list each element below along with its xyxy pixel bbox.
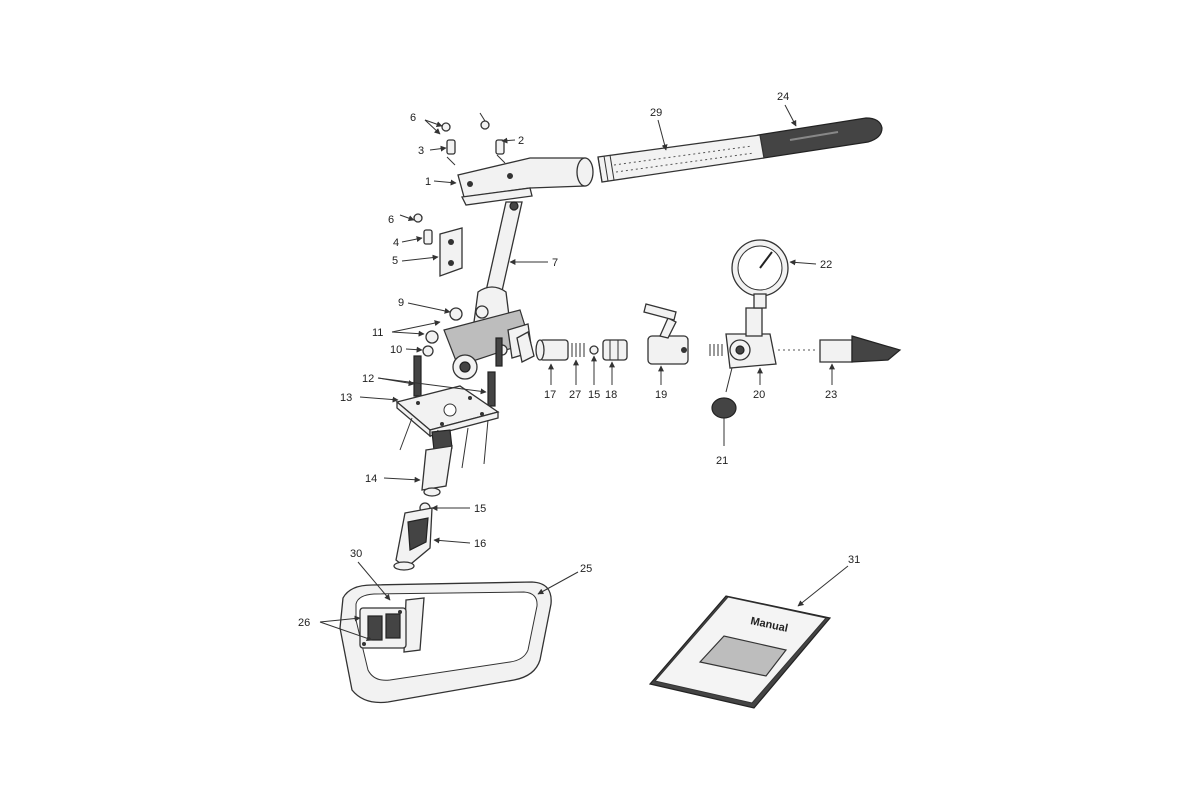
shutoff-valve	[643, 303, 689, 365]
label-part-14: 14	[365, 473, 377, 485]
label-part-6-mid: 6	[388, 214, 394, 226]
label-part-15-outlet: 15	[588, 389, 600, 401]
inlet-filter	[393, 507, 433, 571]
outlet-fittings	[516, 331, 628, 363]
pressure-gauge	[731, 239, 789, 309]
drain-plug	[711, 367, 737, 446]
label-part-30: 30	[350, 548, 362, 560]
label-part-11: 11	[372, 327, 383, 339]
label-part-10: 10	[390, 344, 402, 356]
manual-booklet: Manual	[648, 595, 832, 709]
label-part-25: 25	[580, 563, 592, 575]
label-part-13: 13	[340, 392, 352, 404]
label-part-4: 4	[393, 237, 399, 249]
stud-set	[413, 337, 503, 407]
bolt-set	[422, 305, 508, 357]
label-part-24: 24	[777, 91, 789, 103]
label-part-29: 29	[650, 107, 662, 119]
label-part-22: 22	[820, 259, 832, 271]
handle-grip	[757, 117, 883, 159]
label-part-16: 16	[474, 538, 486, 550]
label-part-9: 9	[398, 297, 404, 309]
label-part-18: 18	[605, 389, 617, 401]
label-part-20: 20	[753, 389, 765, 401]
label-part-6-top: 6	[410, 112, 416, 124]
label-part-23: 23	[825, 389, 837, 401]
label-part-12: 12	[362, 373, 374, 385]
lever-bracket	[457, 157, 594, 206]
label-part-31: 31	[848, 554, 860, 566]
label-part-7: 7	[552, 257, 558, 269]
label-part-3: 3	[418, 145, 424, 157]
cylinder	[421, 429, 453, 497]
leader-lines	[319, 104, 849, 642]
label-part-1: 1	[425, 176, 431, 188]
label-part-15-lower: 15	[474, 503, 486, 515]
base-plate	[395, 385, 500, 438]
link-plate	[413, 213, 463, 277]
label-part-19: 19	[655, 389, 667, 401]
label-part-17: 17	[544, 389, 556, 401]
pin-set-top	[441, 120, 506, 166]
label-part-27: 27	[569, 389, 581, 401]
piston-rod	[483, 201, 523, 301]
gauge-tee	[709, 307, 777, 369]
pump-body	[443, 286, 533, 380]
filter-holder	[359, 607, 407, 649]
label-part-26: 26	[298, 617, 310, 629]
label-part-21: 21	[716, 455, 728, 467]
label-part-2: 2	[518, 135, 524, 147]
hose-coupling	[778, 335, 902, 363]
part-number-labels: 6 2 3 1 6 4 5 7 9 11 10 12 13 14 15 16 1…	[298, 91, 860, 629]
label-part-5: 5	[392, 255, 398, 267]
handle-tube	[597, 134, 765, 183]
